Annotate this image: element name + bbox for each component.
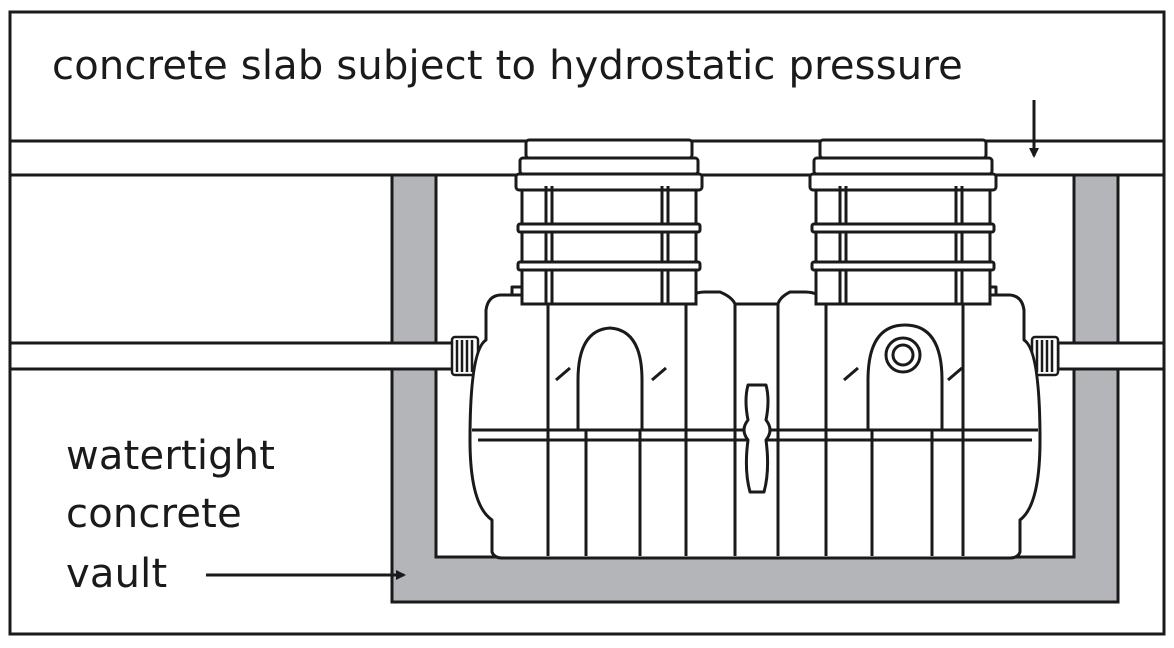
outer-frame [8, 10, 1166, 636]
concrete-vault [390, 173, 1120, 604]
riser-left [514, 138, 704, 306]
riser-right [808, 138, 998, 306]
inlet-pipe [8, 341, 460, 371]
vault-label-line-2: concrete [66, 491, 242, 537]
vault-label-line-3: vault [66, 551, 168, 597]
outlet-coupling [1030, 335, 1060, 377]
outlet-pipe [1056, 341, 1166, 371]
septic-tank [468, 285, 1042, 560]
slab-label: concrete slab subject to hydrostatic pre… [52, 43, 963, 89]
vault-label-line-1: watertight [66, 433, 276, 479]
inlet-coupling [450, 335, 480, 377]
